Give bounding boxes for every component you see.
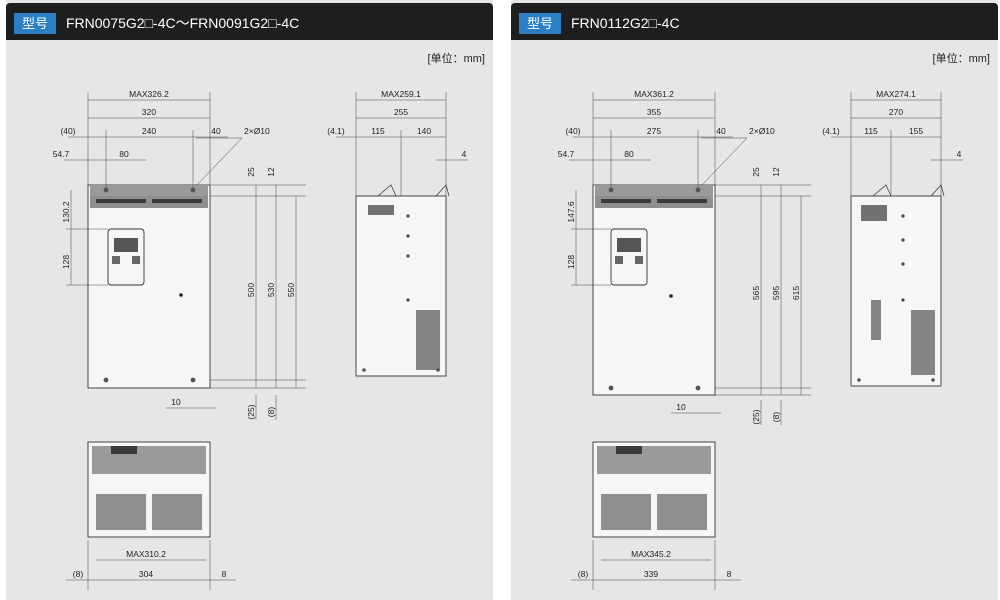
dim-keypad-width: 80 [119,149,129,159]
dim-mount-pitch: 275 [647,126,661,136]
dimension-drawing: MAX361.2 355 275 (40) 40 54.7 80 2×Ø10 2… [558,89,963,590]
dim-top-12: 12 [266,167,276,177]
dim-bottom-8r: 8 [222,569,227,579]
dim-height-530: 530 [266,283,276,297]
dim-side-4: 4 [957,149,962,159]
bottom-dimensions [571,540,741,590]
dim-bottom-8l: (8) [73,569,84,579]
dim-128: 128 [61,255,71,269]
dim-mount-pitch: 240 [142,126,156,136]
keypad-display [114,238,138,252]
dim-depth: 255 [394,107,408,117]
dim-side-115: 115 [371,126,385,136]
dimension-drawing: MAX326.2 320 240 (40) 40 54.7 80 2×Ø10 2… [53,89,468,590]
drawing-panel-right: 型号 FRN0112G2□-4C [单位：mm] [511,0,998,600]
dim-left-edge: 54.7 [53,149,70,159]
dim-130: 130.2 [61,201,71,223]
dim-max-depth: MAX274.1 [876,89,916,99]
dim-bottom-max: MAX310.2 [126,549,166,559]
keypad-display [617,238,641,252]
dim-height-565: 565 [751,286,761,300]
dim-side-4: 4 [462,149,467,159]
dim-left-edge: 54.7 [558,149,575,159]
side-dimensions [336,92,468,196]
dim-bottom-10: 10 [676,402,686,412]
side-view [355,184,450,377]
bottom-view [87,441,211,538]
dim-max-width: MAX326.2 [129,89,169,99]
front-view [87,184,211,389]
dim-max-depth: MAX259.1 [381,89,421,99]
drawing-panel-left: 型号 FRN0075G2□-4C～FRN0091G2□-4C [单位：mm] [6,0,493,600]
dim-hole: 2×Ø10 [244,126,270,136]
front-dimensions [569,92,811,425]
dim-top-12: 12 [771,167,781,177]
dim-128: 128 [566,255,576,269]
dim-side-115: 115 [864,126,878,136]
dim-bottom-8: (8) [266,407,276,418]
dim-bottom-25: (25) [751,409,761,424]
front-enclosure [87,184,211,389]
dim-right-offset: 40 [716,126,726,136]
unit-label: [单位：mm] [932,53,990,65]
dim-max-width: MAX361.2 [634,89,674,99]
dim-bottom-304: 304 [139,569,153,579]
dim-right-offset: 40 [211,126,221,136]
unit-label: [单位：mm] [427,53,485,65]
dim-keypad-width: 80 [624,149,634,159]
dim-height-615: 615 [791,286,801,300]
dim-side-41: (4.1) [327,126,345,136]
dim-depth: 270 [889,107,903,117]
panel-header: 型号 FRN0112G2□-4C [511,3,998,40]
dim-hole: 2×Ø10 [749,126,775,136]
dim-bottom-max: MAX345.2 [631,549,671,559]
bottom-view [592,441,716,538]
dim-top-25: 25 [246,167,256,177]
model-title: FRN0075G2□-4C～FRN0091G2□-4C [66,15,300,31]
dim-left-offset: (40) [565,126,580,136]
dim-side-41: (4.1) [822,126,840,136]
dim-bottom-8: (8) [771,412,781,423]
dim-width: 355 [647,107,661,117]
dim-top-25: 25 [751,167,761,177]
front-enclosure [592,184,716,396]
dim-bottom-25: (25) [246,404,256,419]
dim-width: 320 [142,107,156,117]
model-badge: 型号 [14,13,56,34]
dim-bottom-10: 10 [171,397,181,407]
model-title: FRN0112G2□-4C [571,15,680,31]
dim-bottom-8l: (8) [578,569,589,579]
dim-side-155: 155 [909,126,923,136]
dim-height-550: 550 [286,283,296,297]
side-dimensions [831,92,963,196]
side-view [850,184,945,387]
panel-header: 型号 FRN0075G2□-4C～FRN0091G2□-4C [6,3,493,40]
front-dimensions [64,92,306,420]
dim-left-offset: (40) [60,126,75,136]
dim-height-500: 500 [246,283,256,297]
model-badge: 型号 [519,13,561,34]
bottom-dimensions [66,540,236,590]
dim-147: 147.6 [566,201,576,223]
dim-side-140: 140 [417,126,431,136]
front-view [592,184,716,396]
dim-bottom-8r: 8 [727,569,732,579]
dim-bottom-339: 339 [644,569,658,579]
dim-height-595: 595 [771,286,781,300]
